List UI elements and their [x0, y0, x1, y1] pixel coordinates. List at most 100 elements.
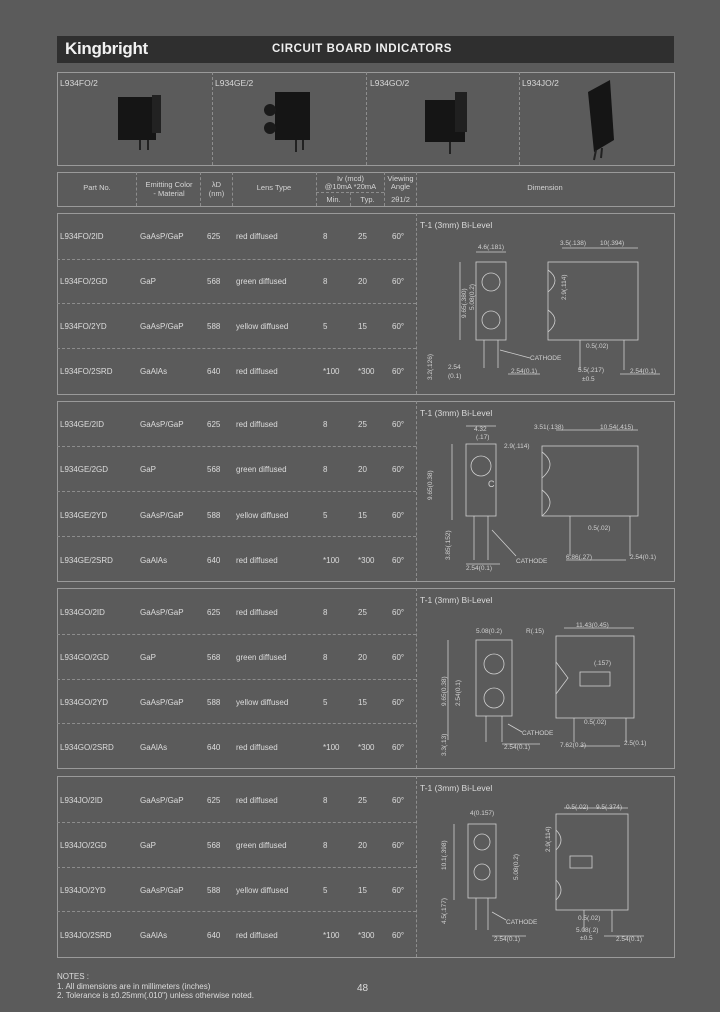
dimension-drawing-1: 4.6(.181) 3.5(.138) 10(.394) 2.9(.114) 9… — [427, 240, 660, 383]
lens-type: green diffused — [236, 465, 287, 474]
dim-label: 2.54(0.1) — [455, 680, 462, 706]
lens-type: red diffused — [236, 931, 278, 940]
part-number: L934FO/2YD — [60, 322, 107, 331]
dim-label: 4(0.157) — [470, 810, 494, 817]
part-number: L934GE/2ID — [60, 420, 105, 429]
viewing-angle: 60° — [392, 367, 405, 376]
viewing-angle: 60° — [392, 465, 405, 474]
material: GaAsP/GaP — [140, 232, 184, 241]
dim-label: 3.2(.126) — [427, 354, 434, 380]
wavelength: 640 — [207, 931, 221, 940]
lens-type: red diffused — [236, 608, 278, 617]
viewing-angle: 60° — [392, 608, 405, 617]
note-2: 2. Tolerance is ±0.25mm(.010") unless ot… — [57, 991, 254, 1000]
dim-label: 6.86(.27) — [566, 554, 592, 561]
dim-label: CATHODE — [506, 919, 538, 926]
dim-label: 2.9(.114) — [561, 274, 568, 300]
lens-type: green diffused — [236, 277, 287, 286]
header-bar: Kingbright CIRCUIT BOARD INDICATORS — [57, 36, 674, 63]
package-label: T-1 (3mm) Bi-Level — [420, 595, 493, 605]
viewing-angle: 60° — [392, 841, 405, 850]
header-material: - Material — [153, 189, 185, 198]
iv-typ: *300 — [358, 931, 375, 940]
dim-label: 3.5(.138) — [560, 240, 586, 247]
iv-typ: 25 — [358, 608, 367, 617]
divider — [366, 72, 367, 165]
iv-typ: 15 — [358, 322, 367, 331]
group-1 — [57, 213, 675, 395]
dim-label: 2.9(.114) — [545, 826, 552, 852]
divider — [519, 72, 520, 165]
wavelength: 625 — [207, 796, 221, 805]
lens-type: yellow diffused — [236, 511, 289, 520]
viewing-angle: 60° — [392, 886, 405, 895]
dim-label: 0.5(.02) — [578, 915, 600, 922]
material: GaAlAs — [140, 367, 168, 376]
photo-l934fo2 — [118, 95, 161, 150]
dim-label: 9.65(0.38) — [427, 470, 434, 500]
iv-typ: 15 — [358, 511, 367, 520]
iv-min: 5 — [323, 886, 328, 895]
part-number: L934GO/2GD — [60, 653, 109, 662]
product-label-2: L934GE/2 — [215, 78, 254, 88]
package-label: T-1 (3mm) Bi-Level — [420, 408, 493, 418]
viewing-angle: 60° — [392, 653, 405, 662]
page-number: 48 — [357, 983, 369, 994]
dim-label: CATHODE — [522, 730, 554, 737]
iv-typ: 25 — [358, 796, 367, 805]
dim-label: 4.6(.181) — [478, 244, 504, 251]
photo-l934ge2 — [264, 92, 310, 152]
header-angle: Angle — [390, 182, 411, 191]
lens-type: red diffused — [236, 420, 278, 429]
header-lens-type: Lens Type — [256, 183, 292, 192]
material: GaAsP/GaP — [140, 886, 184, 895]
material: GaP — [140, 277, 157, 286]
wavelength: 588 — [207, 698, 221, 707]
material: GaAsP/GaP — [140, 322, 184, 331]
lens-type: yellow diffused — [236, 698, 289, 707]
iv-typ: *300 — [358, 743, 375, 752]
notes-title: NOTES : — [57, 972, 90, 981]
header-lambda-unit: (nm) — [208, 189, 225, 198]
product-label-1: L934FO/2 — [60, 78, 98, 88]
dim-label: 2.54(0.1) — [504, 744, 530, 751]
dim-label: 9.65(.380) — [461, 288, 468, 318]
material: GaAsP/GaP — [140, 608, 184, 617]
viewing-angle: 60° — [392, 796, 405, 805]
material: GaAlAs — [140, 931, 168, 940]
dim-label: (.17) — [476, 434, 489, 441]
wavelength: 640 — [207, 556, 221, 565]
dim-label: ±0.5 — [580, 935, 593, 942]
iv-min: 8 — [323, 841, 328, 850]
header-emitting-color: Emitting Color — [145, 180, 193, 189]
material: GaP — [140, 841, 157, 850]
part-number: L934GO/2YD — [60, 698, 109, 707]
part-number: L934GE/2SRD — [60, 556, 113, 565]
iv-min: 8 — [323, 653, 328, 662]
iv-min: 8 — [323, 608, 328, 617]
dim-label: 10.1(.398) — [441, 840, 448, 870]
viewing-angle: 60° — [392, 511, 405, 520]
dim-label: 10.54(.415) — [600, 424, 633, 431]
iv-min: 8 — [323, 420, 328, 429]
header-min: Min. — [326, 195, 341, 204]
viewing-angle: 60° — [392, 277, 405, 286]
part-number: L934JO/2SRD — [60, 931, 112, 940]
photo-l934go2 — [425, 92, 467, 154]
viewing-angle: 60° — [392, 743, 405, 752]
header-part-no: Part No. — [83, 183, 111, 192]
dim-label: 4.32 — [474, 426, 487, 433]
dim-label: 9.5(.374) — [596, 804, 622, 811]
lens-type: red diffused — [236, 743, 278, 752]
brand-logo: Kingbright — [65, 39, 148, 58]
dim-label: 2.5(0.1) — [624, 740, 646, 747]
table-header — [57, 172, 675, 207]
cathode-mark: C — [488, 479, 495, 489]
material: GaAsP/GaP — [140, 420, 184, 429]
wavelength: 640 — [207, 743, 221, 752]
iv-typ: 15 — [358, 886, 367, 895]
viewing-angle: 60° — [392, 556, 405, 565]
note-1: 1. All dimensions are in millimeters (in… — [57, 981, 211, 991]
wavelength: 588 — [207, 886, 221, 895]
photo-l934jo2 — [588, 80, 614, 161]
